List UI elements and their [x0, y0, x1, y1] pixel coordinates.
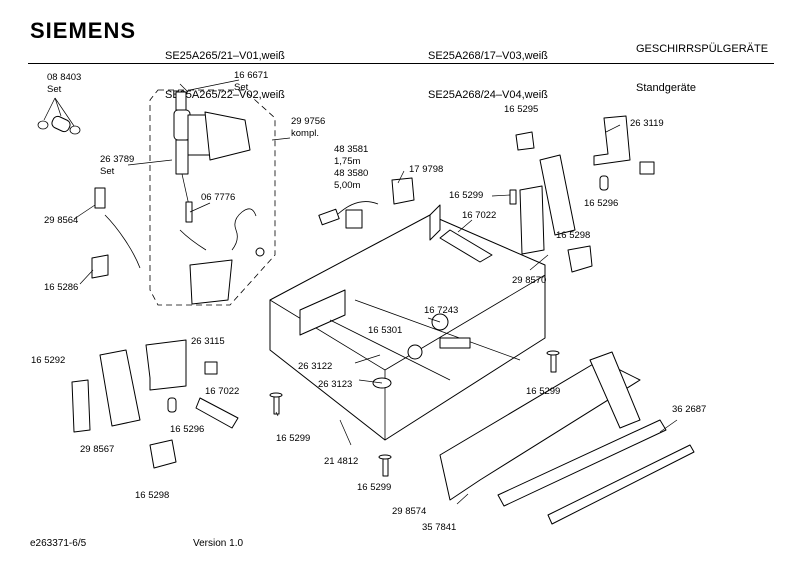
- model-number: SE25A268/17–V03,weiß: [428, 50, 548, 62]
- part-label: 26 3123: [318, 379, 352, 390]
- part-label: 29 8570: [512, 275, 546, 286]
- part-label: 29 8567: [80, 444, 114, 455]
- part-label: 16 5301: [368, 325, 402, 336]
- part-spring-hose: [94, 187, 141, 269]
- part-label: 16 5292: [31, 355, 65, 366]
- part-label: 08 8403: [47, 72, 81, 83]
- part-label: 16 5298: [135, 490, 169, 501]
- part-pump-assembly: [173, 83, 251, 223]
- part-label: 16 5299: [526, 386, 560, 397]
- part-label: 16 5299: [449, 190, 483, 201]
- part-label: Set: [100, 166, 115, 177]
- part-label: Set: [234, 82, 249, 93]
- model-number: SE25A265/22–V02,weiß: [165, 89, 285, 101]
- part-label: 16 5286: [44, 282, 78, 293]
- document-id: e263371-6/5: [30, 538, 87, 549]
- brand-logo: SIEMENS: [30, 18, 137, 43]
- part-label: 29 9756: [291, 116, 325, 127]
- part-clip-17-9798: [391, 177, 415, 205]
- part-power-cable: [318, 201, 379, 229]
- part-label: 21 4812: [324, 456, 358, 467]
- category-subtitle: Standgeräte: [636, 82, 696, 94]
- part-label: 29 8574: [392, 506, 426, 517]
- part-label: Set: [47, 84, 62, 95]
- part-label: 48 3581: [334, 144, 368, 155]
- part-label: 16 7243: [424, 305, 458, 316]
- part-clip-set: [37, 97, 81, 135]
- appliance-category: GESCHIRRSPÜLGERÄTE Standgeräte: [636, 17, 768, 108]
- part-label: 16 5296: [170, 424, 204, 435]
- part-label: 35 7841: [422, 522, 456, 533]
- model-list-right: SE25A268/17–V03,weiß SE25A268/24–V04,wei…: [428, 24, 548, 115]
- part-label: 16 5299: [276, 433, 310, 444]
- part-bracket-16-5286: [91, 254, 109, 279]
- part-mounting-plate: [189, 259, 233, 305]
- header-rule: [28, 63, 774, 64]
- part-label: 26 3115: [191, 336, 225, 347]
- part-feet-screws: [269, 350, 560, 477]
- part-label: 48 3580: [334, 168, 368, 179]
- model-number: SE25A268/24–V04,weiß: [428, 89, 548, 101]
- part-label: 16 5295: [504, 104, 538, 115]
- part-label: 16 7022: [462, 210, 496, 221]
- part-label: 26 3789: [100, 154, 134, 165]
- part-label: 26 3119: [630, 118, 664, 129]
- part-base-tray: [195, 204, 546, 441]
- part-label: 16 5299: [357, 482, 391, 493]
- model-number: SE25A265/21–V01,weiß: [165, 50, 285, 62]
- part-label: 5,00m: [334, 180, 360, 191]
- label-leader-lines: [73, 79, 678, 505]
- part-label: kompl.: [291, 128, 319, 139]
- version-label: Version 1.0: [193, 538, 244, 549]
- part-side-bracket-left: [71, 339, 218, 469]
- part-side-bracket-right: [491, 115, 655, 273]
- part-label: 36 2687: [672, 404, 706, 415]
- kit-boundary-outline: [149, 89, 276, 306]
- part-label: 16 6671: [234, 70, 268, 81]
- part-label: 1,75m: [334, 156, 360, 167]
- part-label: 16 5298: [556, 230, 590, 241]
- model-list-left: SE25A265/21–V01,weiß SE25A265/22–V02,wei…: [165, 24, 285, 115]
- part-label: 17 9798: [409, 164, 443, 175]
- category-title: GESCHIRRSPÜLGERÄTE: [636, 43, 769, 55]
- part-kick-plate: [439, 351, 695, 525]
- part-cable-harness: [179, 208, 265, 257]
- part-label: 26 3122: [298, 361, 332, 372]
- part-label: 16 5296: [584, 198, 618, 209]
- part-label: 06 7776: [201, 192, 235, 203]
- part-label: 16 7022: [205, 386, 239, 397]
- part-label: 29 8564: [44, 215, 78, 226]
